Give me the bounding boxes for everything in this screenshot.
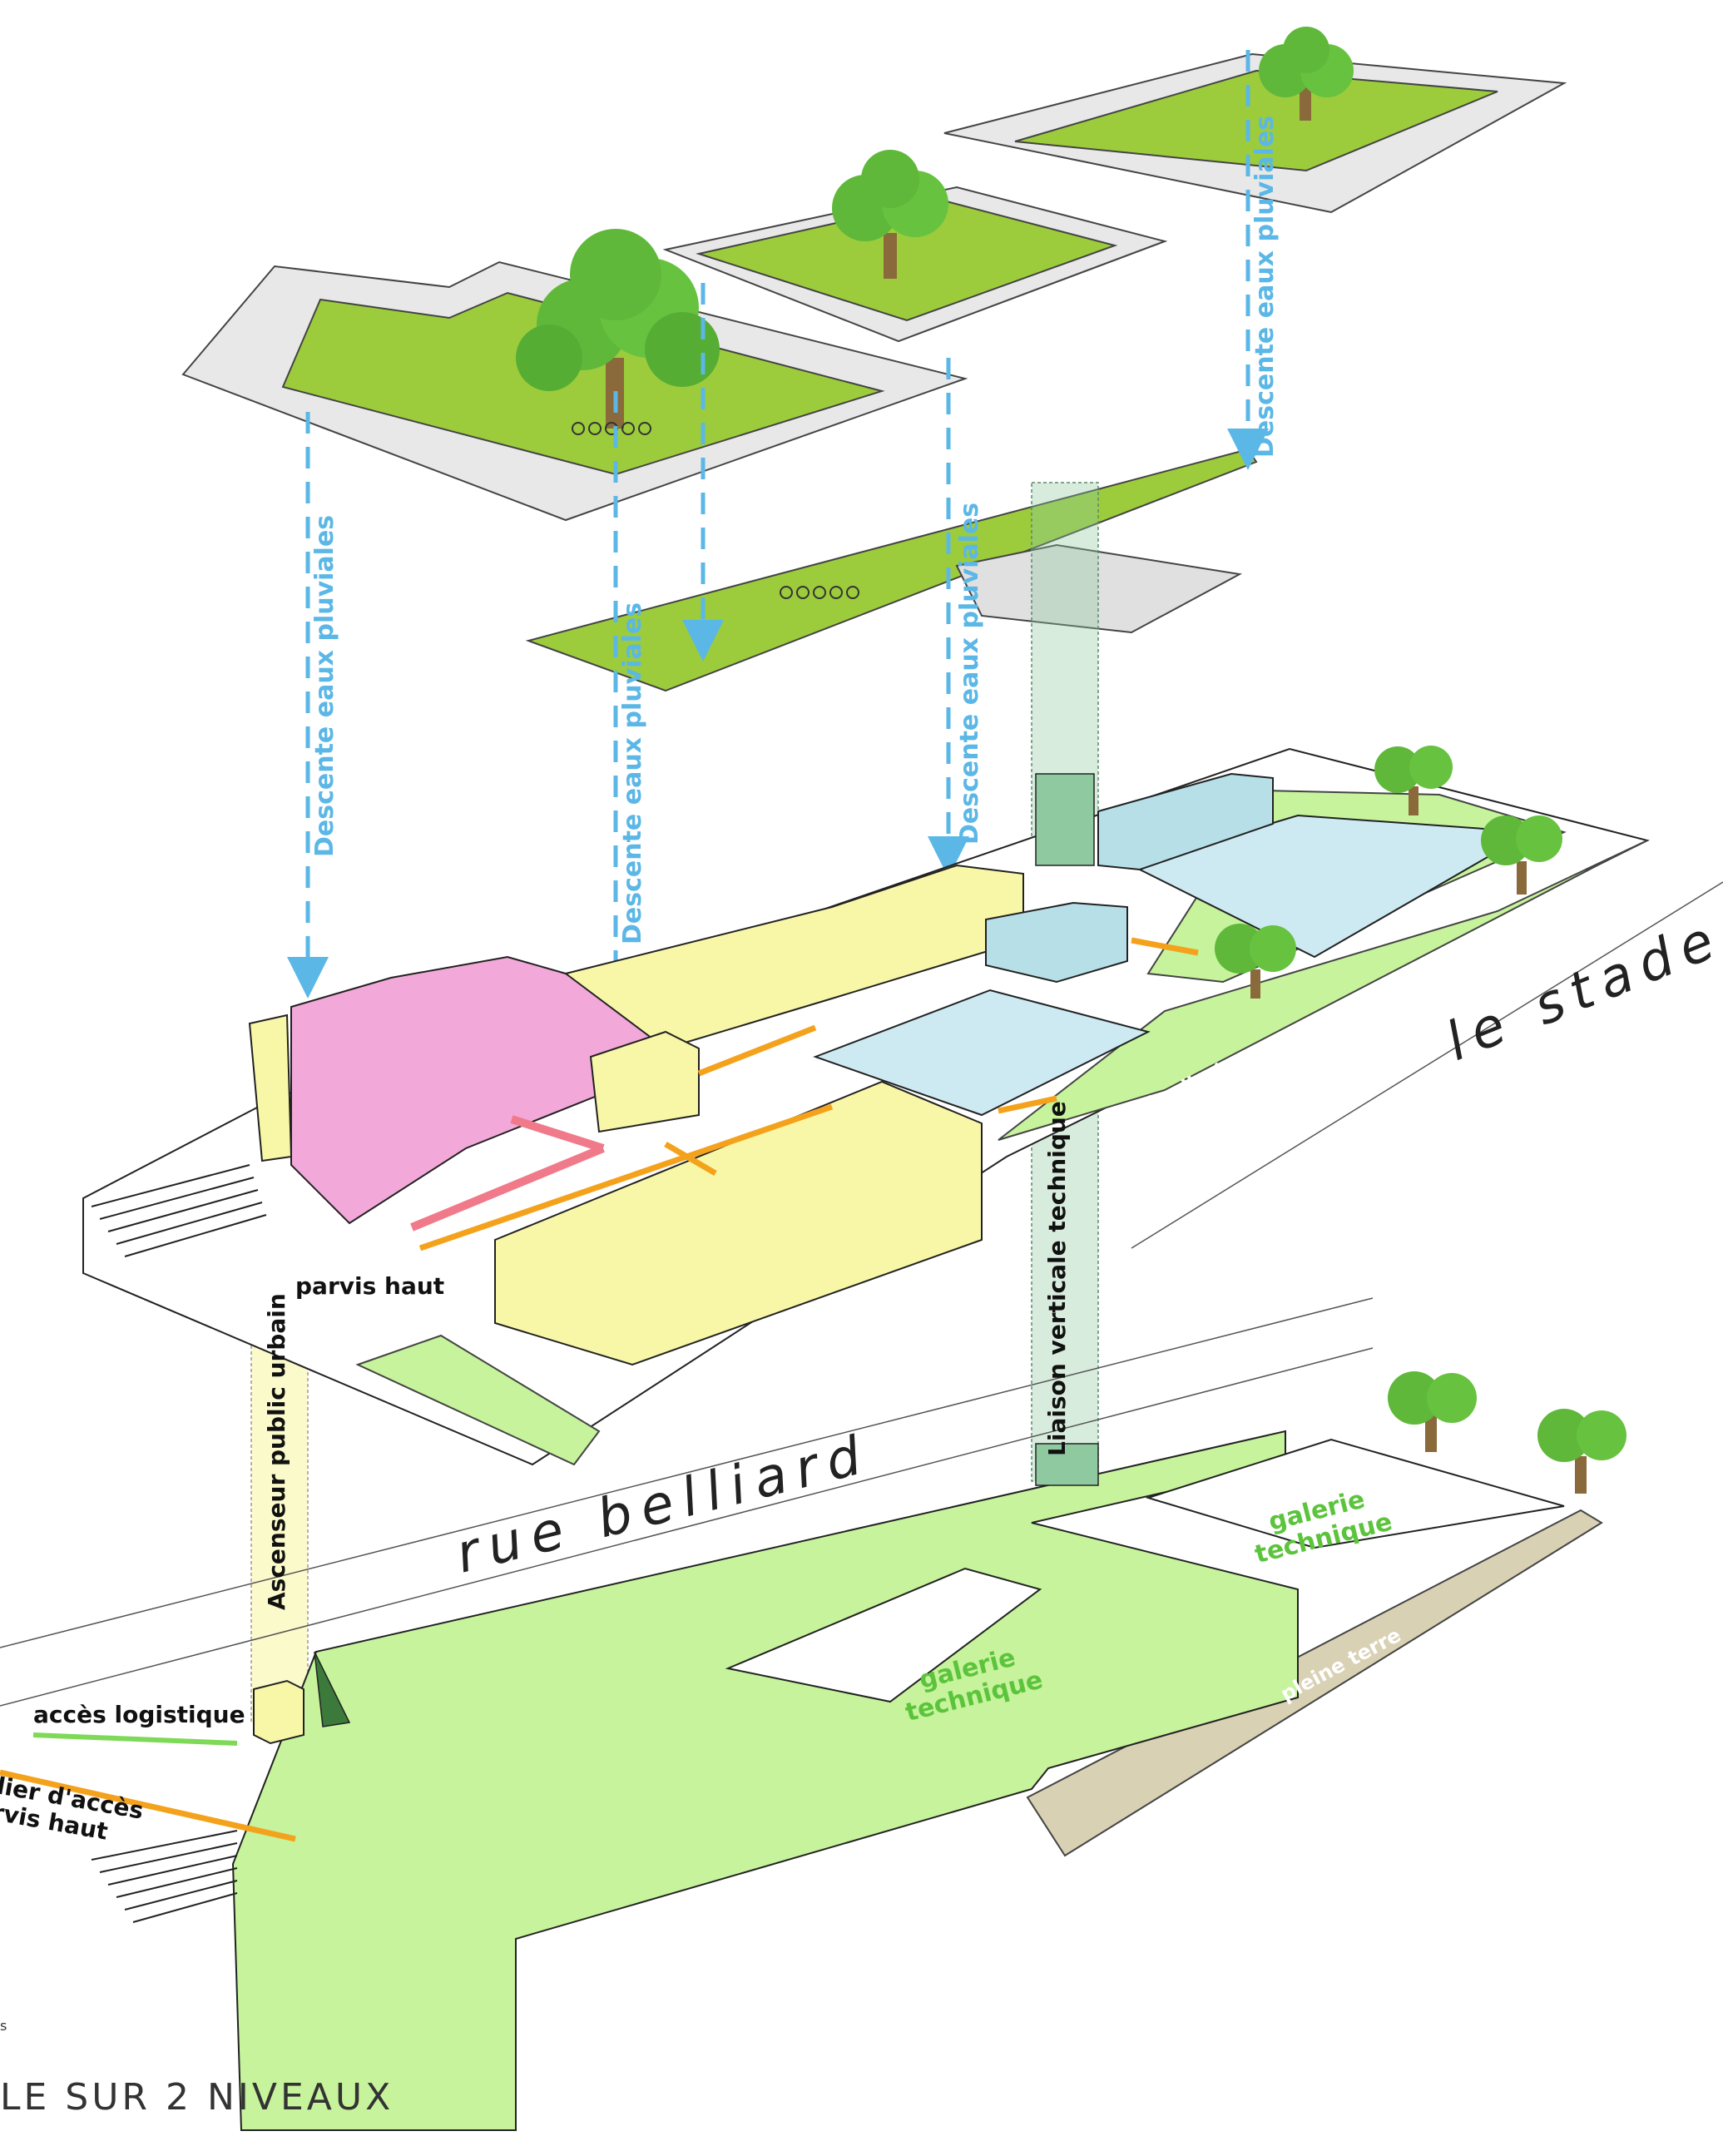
arrow-icon	[418, 937, 1199, 1251]
label-rainwater-1: Descente eaux pluviales	[310, 515, 339, 857]
rain-drops-icon	[572, 422, 651, 435]
lawn-middle	[355, 1334, 601, 1466]
arrow-icon	[0, 1769, 296, 1842]
stairs-middle	[91, 1164, 267, 1257]
yellow-lift-middle	[248, 1014, 293, 1162]
arrow-icon	[32, 1732, 238, 1746]
ground-courtyard-2	[1145, 1438, 1565, 1549]
technical-shaft-bottom	[1035, 1443, 1099, 1486]
label-public-lift: Ascenseur public urbain	[263, 1293, 290, 1610]
technical-shaft-top	[1035, 773, 1095, 866]
tree-icon	[516, 229, 720, 429]
rain-drops-icon	[780, 586, 859, 599]
tree-icon	[1259, 27, 1354, 121]
label-technical-link: Liaison verticale technique	[1043, 1101, 1071, 1456]
label-street-stadium: le stade	[1438, 907, 1723, 1073]
arrow-icon	[410, 1115, 605, 1232]
tree-icon	[1537, 1409, 1626, 1494]
garden-strip	[998, 840, 1648, 1141]
street-lines	[0, 881, 1723, 1707]
tree-icon	[1481, 815, 1562, 895]
label-rainwater-4: Descente eaux pluviales	[1250, 116, 1280, 458]
label-stair-access: lier d'accèsrvis haut	[0, 1772, 146, 1851]
yellow-block-small	[589, 1030, 700, 1133]
dark-green-wedge	[314, 1651, 351, 1727]
pool-lower	[813, 989, 1151, 1117]
public-lift-shaft	[250, 1306, 309, 1723]
label-upper-forecourt: parvis haut	[295, 1272, 444, 1300]
tree-icon	[1374, 746, 1453, 815]
blue-block-small	[985, 901, 1128, 984]
middle-level	[82, 746, 1650, 1466]
yellow-block-upper	[563, 864, 1024, 1050]
label-caption-fragment: s	[0, 2018, 7, 2034]
blue-block-long	[1097, 772, 1274, 871]
ground-level	[0, 1371, 1626, 2131]
ground-courtyard-1	[725, 1567, 1042, 1703]
yellow-lift-ground	[253, 1679, 304, 1745]
label-rainwater-3: Descente eaux pluviales	[955, 503, 984, 845]
roof-planter-top-lawn	[1014, 69, 1498, 172]
rainwater-downpipes	[287, 50, 1269, 1290]
label-logistics-access: accès logistique	[33, 1701, 245, 1728]
stairs-ground	[91, 1830, 238, 1923]
tree-icon	[1388, 1371, 1477, 1452]
roof-small-planter	[955, 543, 1243, 634]
yellow-block-lower	[494, 1080, 983, 1366]
roof-planters	[181, 52, 1567, 692]
tree-icon	[832, 150, 948, 279]
caption: LE SUR 2 NIVEAUX	[0, 2076, 394, 2119]
soil-strip	[1026, 1509, 1603, 1857]
label-rainwater-2: Descente eaux pluviales	[618, 602, 647, 944]
tree-icon	[1215, 924, 1296, 999]
